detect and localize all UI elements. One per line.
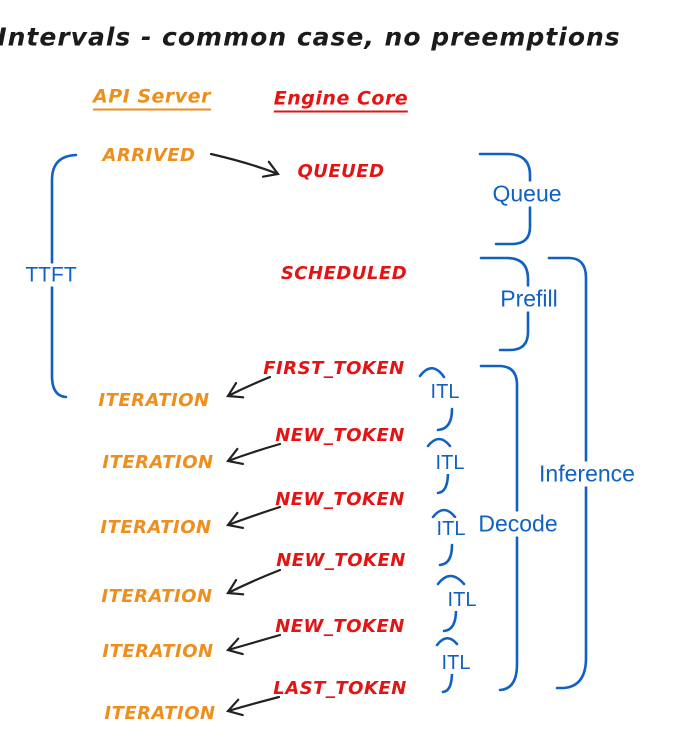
iteration-label-1: ITERATION (98, 390, 210, 411)
interval-itl-5: ITL (438, 652, 474, 674)
itl-arch-2 (426, 437, 452, 448)
event-first-token: FIRST_TOKEN (263, 358, 405, 379)
interval-itl-4: ITL (444, 589, 480, 611)
itl-arch-1 (418, 366, 446, 379)
event-new-token-3: NEW_TOKEN (276, 550, 406, 571)
itl-arrow-3 (438, 543, 454, 567)
engine-core-header: Engine Core (273, 89, 409, 113)
iteration-label-2: ITERATION (102, 452, 214, 473)
iteration-label-6: ITERATION (104, 703, 216, 724)
interval-inference: Inference (536, 461, 638, 487)
event-queued: QUEUED (297, 161, 385, 182)
arrow-new-token-4-to-iteration-5 (225, 633, 282, 656)
itl-arrow-1 (436, 407, 454, 432)
decode-bracket (479, 364, 519, 692)
itl-arrow-2 (436, 470, 450, 495)
itl-arch-4 (436, 574, 466, 586)
itl-arrow-4 (442, 608, 458, 633)
api-server-header: API Server (93, 87, 211, 111)
interval-queue: Queue (489, 181, 565, 207)
interval-decode: Decode (475, 511, 561, 537)
page-title: Intervals - common case, no preemptions (0, 22, 621, 52)
iteration-label-4: ITERATION (101, 586, 213, 607)
event-new-token-4: NEW_TOKEN (275, 616, 405, 637)
itl-arch-5 (435, 636, 459, 647)
interval-itl-1: ITL (427, 381, 463, 403)
arrow-first-token-to-iteration-1 (226, 375, 272, 399)
event-new-token-2: NEW_TOKEN (275, 489, 405, 510)
itl-arch-3 (431, 508, 457, 519)
arrow-arrived-to-queued (209, 152, 280, 178)
interval-ttft: TTFT (22, 263, 80, 287)
interval-itl-2: ITL (432, 452, 468, 474)
arrow-new-token-1-to-iteration-2 (226, 442, 282, 466)
event-last-token: LAST_TOKEN (273, 678, 407, 699)
event-scheduled: SCHEDULED (280, 263, 408, 284)
interval-prefill: Prefill (497, 286, 561, 312)
itl-arrow-5 (441, 670, 454, 694)
event-arrived: ARRIVED (102, 145, 196, 166)
event-new-token-1: NEW_TOKEN (275, 425, 405, 446)
arrow-last-token-to-iteration-6 (225, 695, 281, 717)
iteration-label-3: ITERATION (100, 517, 212, 538)
interval-itl-3: ITL (433, 518, 469, 540)
iteration-label-5: ITERATION (102, 641, 214, 662)
arrow-new-token-3-to-iteration-4 (226, 568, 282, 596)
arrow-new-token-2-to-iteration-3 (226, 505, 282, 530)
